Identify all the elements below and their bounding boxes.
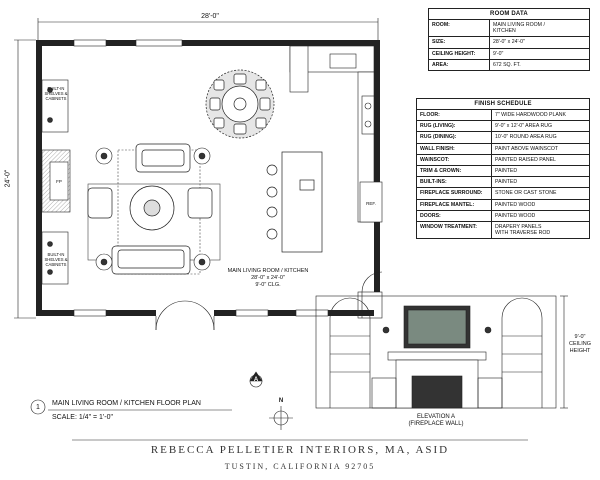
table-row: TRIM & CROWN:PAINTED — [417, 166, 589, 178]
height-dimension: 24'-0" — [4, 169, 12, 188]
elevation-caption: ELEVATION A (FIREPLACE WALL) — [408, 414, 464, 427]
table-row: CEILING HEIGHT:9'-0" — [429, 48, 589, 60]
finish-schedule-title: FINISH SCHEDULE — [417, 99, 589, 110]
table-row: WAINSCOT:PAINTED RAISED PANEL — [417, 154, 589, 167]
height-dimension-line — [14, 39, 36, 319]
width-dimension-line — [37, 18, 379, 40]
fireplace-label: FP — [56, 179, 62, 184]
room-data-table: ROOM DATA ROOM:MAIN LIVING ROOM / KITCHE… — [428, 8, 590, 72]
elevation-height-dimension — [560, 295, 568, 409]
table-row: AREA:672 SQ. FT. — [429, 59, 589, 71]
title-block-lines — [30, 399, 528, 441]
table-row: DOORS:PAINTED WOOD — [417, 210, 589, 223]
windows — [73, 39, 329, 317]
left-builtins — [41, 79, 69, 285]
finish-schedule-table: FINISH SCHEDULE FLOOR:7" WIDE HARDWOOD P… — [416, 98, 590, 240]
table-row: FIREPLACE MANTEL:PAINTED WOOD — [417, 199, 589, 211]
table-row: FIREPLACE SURROUND:STONE OR CAST STONE — [417, 188, 589, 200]
french-door — [155, 300, 215, 331]
section-marker-label: A — [253, 377, 259, 383]
section-marker — [249, 371, 263, 388]
dining-set — [205, 69, 275, 139]
table-row: RUG (LIVING):9'-0" x 12'-0" AREA RUG — [417, 121, 589, 133]
room-label: MAIN LIVING ROOM / KITCHEN 28'-0" x 24'-… — [227, 268, 309, 288]
width-dimension: 28'-0" — [201, 13, 219, 20]
drawing-scale: SCALE: 1/4" = 1'-0" — [52, 414, 113, 421]
north-arrow — [269, 406, 293, 430]
sofas — [111, 143, 191, 275]
table-row: RUG (DINING):10'-0" ROUND AREA RUG — [417, 132, 589, 144]
builtin-top-label: BUILT-IN SHELVES & CABINETS — [44, 86, 68, 101]
side-tables — [95, 147, 211, 271]
table-row: WINDOW TREATMENT:DRAPERY PANELS WITH TRA… — [417, 222, 589, 239]
exterior-walls — [36, 40, 380, 316]
table-row: FLOOR:7" WIDE HARDWOOD PLANK — [417, 110, 589, 122]
fireplace — [41, 149, 71, 213]
north-label: N — [278, 398, 284, 404]
table-row: SIZE:28'-0" x 24'-0" — [429, 37, 589, 49]
drawing-title: MAIN LIVING ROOM / KITCHEN FLOOR PLAN — [52, 400, 201, 407]
room-data-title: ROOM DATA — [429, 9, 589, 20]
builtin-bottom-label: BUILT-IN SHELVES & CABINETS — [44, 252, 68, 267]
kitchen-island — [266, 151, 323, 253]
firm-location: TUSTIN, CALIFORNIA 92705 — [224, 462, 376, 471]
table-row: BUILT-INS:PAINTED — [417, 177, 589, 189]
elevation-drawing — [315, 295, 557, 409]
drawing-number: 1 — [36, 404, 40, 411]
refrigerator-label: REF. — [366, 201, 376, 206]
firm-name: REBECCA PELLETIER INTERIORS, MA, ASID — [150, 444, 450, 456]
armchairs — [87, 187, 213, 219]
kitchen-counters — [289, 45, 383, 223]
table-row: ROOM:MAIN LIVING ROOM / KITCHEN — [429, 20, 589, 38]
coffee-table — [129, 185, 175, 231]
ceiling-height-label: 9'-0" CEILING HEIGHT — [568, 334, 591, 354]
table-row: WALL FINISH:PAINT ABOVE WAINSCOT — [417, 143, 589, 155]
